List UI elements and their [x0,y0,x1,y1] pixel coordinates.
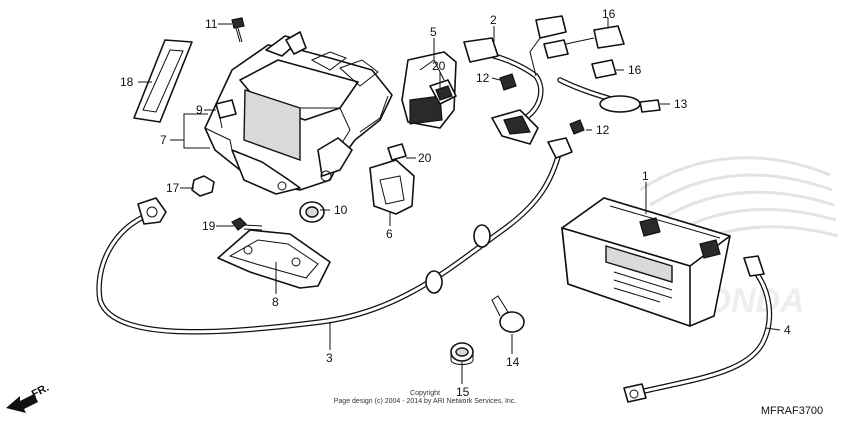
part-cable-tie-13 [599,95,661,113]
callout-7: 7 [160,133,167,147]
callout-19: 19 [202,219,216,233]
part-bolt-19 [231,217,263,231]
part-battery-1 [561,197,731,327]
front-indicator-label: FR. [30,382,51,401]
part-clip-9 [215,99,237,129]
front-direction-indicator: FR. [6,382,51,413]
front-arrow-icon [6,394,38,413]
callout-14: 14 [506,355,520,369]
diagram-code: MFRAF3700 [761,405,823,417]
part-bolt-11 [231,17,245,43]
part-clip-12-lower [569,119,585,135]
part-fuse-20-lower [387,143,407,161]
callout-9: 9 [196,103,203,117]
part-connector-16-upper [565,25,625,49]
part-connector-16-lower [591,59,617,79]
part-cable-4 [623,255,773,403]
callout-12-upper: 12 [476,71,490,85]
part-fuse-20-upper [435,85,453,101]
part-harness-2 [463,15,631,145]
callout-6: 6 [386,227,393,241]
callout-18: 18 [120,75,134,89]
callout-20-lower: 20 [418,151,432,165]
part-clip-12-upper [499,73,517,91]
callout-10: 10 [334,203,348,217]
callout-16-upper: 16 [602,7,616,21]
copyright-line-1: Copyright [410,390,440,397]
copyright-line-2: Page design (c) 2004 - 2014 by ARI Netwo… [334,398,517,405]
part-cable-3 [96,137,573,335]
part-battery-box [204,31,393,195]
part-grommet-10 [299,201,325,223]
callout-2: 2 [490,13,497,27]
part-rubber-band [133,39,193,123]
part-clamp-14 [491,295,525,333]
part-cover-6 [369,159,415,215]
callout-17: 17 [166,181,180,195]
callout-4: 4 [784,323,791,337]
callout-3: 3 [326,351,333,365]
callout-13: 13 [674,97,688,111]
part-bracket-8 [217,229,331,289]
part-grommet-15 [450,342,474,365]
callout-12-lower: 12 [596,123,610,137]
callout-8: 8 [272,295,279,309]
callout-16-lower: 16 [628,63,642,77]
callout-11: 11 [205,17,218,31]
callout-5: 5 [430,25,437,39]
callout-15: 15 [456,385,470,399]
part-nut-17 [191,175,215,197]
callout-20-upper: 20 [432,59,446,73]
callout-1: 1 [642,169,649,183]
leader-lines [138,18,781,384]
